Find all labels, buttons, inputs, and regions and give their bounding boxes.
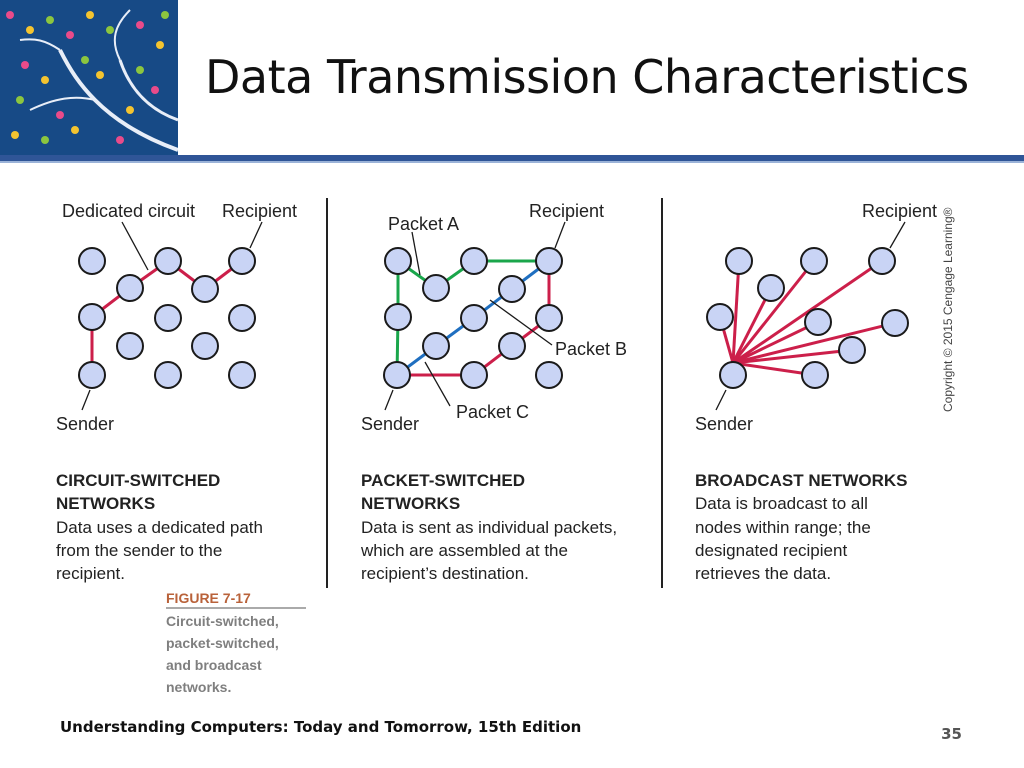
panel-heading: CIRCUIT-SWITCHED [56,471,220,490]
network-node [706,303,734,331]
network-node [154,247,182,275]
sender-node [78,361,106,389]
panel-heading: NETWORKS [56,494,155,513]
page-number: 35 [941,725,962,743]
recipient-pointer [554,221,566,249]
packet-b-pointer [489,299,553,346]
network-node [191,275,219,303]
panel-description: which are assembled at the [360,541,568,560]
network-node [535,304,563,332]
network-node [422,332,450,360]
broadcast-link [731,260,816,364]
sender-label: Sender [56,414,114,434]
panel-description: Data is broadcast to all [695,494,868,513]
network-node [384,247,412,275]
network-node [422,274,450,302]
panel-description: Data uses a dedicated path [56,518,263,537]
recipient-node [868,247,896,275]
recipient-label: Recipient [529,201,604,221]
sender-pointer [715,389,727,411]
network-node [116,274,144,302]
network-node [838,336,866,364]
panel-description: nodes within range; the [695,518,871,537]
broadcast-link [732,321,896,365]
panel-description: designated recipient [695,541,847,560]
recipient-label: Recipient [862,201,937,221]
caption-line: networks. [166,679,231,695]
panel-description: from the sender to the [56,541,222,560]
header-divider-accent [0,161,1024,163]
network-node [228,304,256,332]
panel-description: recipient. [56,564,125,583]
panel-description: retrieves the data. [695,564,831,583]
network-node [78,247,106,275]
panel-heading: NETWORKS [361,494,460,513]
network-node [191,332,219,360]
figure-caption: FIGURE 7-17 Circuit-switched, packet-swi… [166,590,306,695]
packet-switched-panel: Packet A Recipient Packet B Packet C Sen… [360,201,627,583]
network-node [800,247,828,275]
network-node [228,361,256,389]
network-node [725,247,753,275]
panel-description: recipient’s destination. [361,564,529,583]
broadcast-link [731,260,741,364]
tree-icon [0,0,178,158]
recipient-pointer [889,221,906,249]
sender-pointer [384,389,394,411]
network-node [384,303,412,331]
caption-line: and broadcast [166,657,262,673]
network-node [535,361,563,389]
network-node [154,361,182,389]
slide-title: Data Transmission Characteristics [205,50,969,104]
packet-c-label: Packet C [456,402,529,422]
panel-description: Data is sent as individual packets, [361,518,617,537]
sender-node [719,361,747,389]
recipient-label: Recipient [222,201,297,221]
network-node [801,361,829,389]
sender-label: Sender [695,414,753,434]
packet-a-pointer [411,231,421,276]
caption-line: packet-switched, [166,635,279,651]
packet-a-label: Packet A [388,214,459,234]
copyright-notice: Copyright © 2015 Cengage Learning® [941,207,955,412]
header-divider [0,155,1024,161]
network-node [154,304,182,332]
network-node [498,275,526,303]
panel-heading: BROADCAST NETWORKS [695,471,908,490]
broadcast-link [731,287,773,364]
broadcast-panel: Recipient Sender BROADCAST NETWORKS Data… [695,201,937,583]
panel-heading: PACKET-SWITCHED [361,471,525,490]
figure-number: FIGURE 7-17 [166,590,251,606]
dedicated-circuit-pointer [121,221,149,271]
caption-line: Circuit-switched, [166,613,279,629]
broadcast-link [732,259,883,365]
network-node [78,303,106,331]
footer-book-title: Understanding Computers: Today and Tomor… [60,718,582,736]
broadcast-link [732,348,853,365]
dedicated-circuit-label: Dedicated circuit [62,201,195,221]
network-node [498,332,526,360]
sender-node [383,361,411,389]
network-node [460,304,488,332]
network-node [804,308,832,336]
recipient-pointer [249,221,263,249]
network-node [116,332,144,360]
sender-label: Sender [361,414,419,434]
network-node [757,274,785,302]
network-node [460,247,488,275]
recipient-node [228,247,256,275]
circuit-switched-panel: Dedicated circuit Recipient Sender CIRCU… [56,201,297,583]
network-node [881,309,909,337]
recipient-node [535,247,563,275]
broadcast-link [732,320,819,365]
packet-b-label: Packet B [555,339,627,359]
header-tree-art [0,0,178,158]
packet-c-pointer [424,361,451,407]
sender-pointer [81,389,91,411]
network-node [460,361,488,389]
